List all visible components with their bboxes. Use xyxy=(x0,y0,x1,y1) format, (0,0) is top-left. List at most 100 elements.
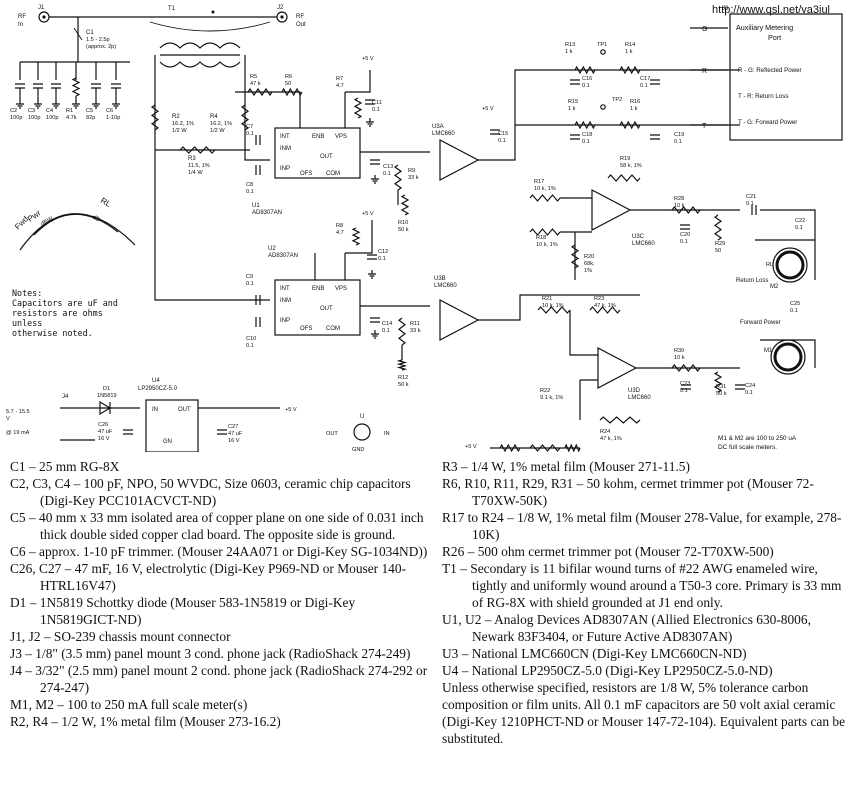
schematic-label: U3B xyxy=(434,276,446,282)
schematic-label: Out xyxy=(296,22,306,28)
resistor-symbol xyxy=(398,317,406,346)
schematic-label: C25 xyxy=(790,301,800,307)
schematic-label: Auxiliary Metering xyxy=(736,23,793,32)
part-item: C26, C27 – 47 mF, 16 V, electrolytic (Di… xyxy=(10,561,407,593)
schematic-label: R13 xyxy=(565,42,575,48)
schematic-label: 1 k xyxy=(625,49,633,55)
schematic-label: R10 xyxy=(398,220,408,226)
schematic-label: OUT xyxy=(320,306,333,312)
schematic-label: VPS xyxy=(335,286,347,292)
schematic-label: AD8307AN xyxy=(252,210,282,216)
capacitor-symbol xyxy=(255,317,261,327)
schematic-label: R19 xyxy=(620,156,630,162)
schematic-label: Return Loss xyxy=(736,278,768,284)
schematic-label: 0.1 xyxy=(372,107,380,113)
schematic-label: R17 xyxy=(534,179,544,185)
part-item: R17 to R24 – 1/8 W, 1% metal film (Mouse… xyxy=(442,510,842,542)
schematic-label: DC full scale meters. xyxy=(718,444,777,451)
resistor-symbol xyxy=(599,416,641,424)
schematic-label: 4.7 xyxy=(336,83,344,89)
schematic-label: LMC660 xyxy=(628,395,651,401)
schematic-label: 50 k xyxy=(398,227,409,233)
notes-line: Notes: xyxy=(12,288,43,298)
meter-symbol xyxy=(772,247,808,283)
schematic-label: R20 xyxy=(584,254,594,260)
schematic-label: ENB xyxy=(312,134,324,140)
schematic-label: G xyxy=(702,26,707,33)
schematic-label: C23 xyxy=(680,381,690,387)
resistor-symbol xyxy=(353,97,363,119)
schematic-label: R28 xyxy=(674,196,684,202)
resistor-symbol xyxy=(400,194,410,216)
schematic-label: 1/4 W xyxy=(188,170,203,176)
schematic-label: Forward Power xyxy=(740,320,781,326)
resistor-symbol xyxy=(713,214,723,241)
part-item: U3 – National LMC660CN (Digi-Key LMC660C… xyxy=(442,646,747,661)
schematic-label: GND xyxy=(352,447,364,452)
schematic-label: OFS xyxy=(300,326,312,332)
schematic-label: C27 xyxy=(228,424,238,430)
schematic-label: 0.1 xyxy=(795,225,803,231)
notes-line: Capacitors are uF and xyxy=(12,298,118,308)
capacitor-symbol xyxy=(365,99,375,105)
schematic-label: 0.1 xyxy=(746,201,754,207)
schematic-label: M2 xyxy=(770,284,779,290)
schematic-label: 11.5, 1% xyxy=(188,163,210,169)
schematic-label: M1 xyxy=(764,348,773,354)
schematic-label: VPS xyxy=(335,134,347,140)
schematic-label: U3D xyxy=(628,388,641,394)
part-item: C2, C3, C4 – 100 pF, NPO, 50 WVDC, Size … xyxy=(10,476,411,508)
part-item: D1 – 1N5819 Schottky diode (Mouser 583-1… xyxy=(10,595,356,627)
schematic-label: AD8307AN xyxy=(268,253,298,259)
schematic-label: 33 k xyxy=(410,328,421,334)
ic-chip xyxy=(274,279,361,336)
opamp-symbol xyxy=(591,189,632,231)
wire xyxy=(344,70,371,128)
schematic-label: 50 k xyxy=(716,391,727,397)
notes-line: unless xyxy=(12,318,43,328)
schematic-label: +5 V xyxy=(482,106,494,112)
schematic-label: 5.7 - 15.5 xyxy=(6,409,30,415)
resistor-symbol xyxy=(574,120,596,130)
schematic-label: RL xyxy=(99,196,113,209)
wire xyxy=(755,209,816,280)
resistor-symbol xyxy=(589,306,621,314)
ground-symbol xyxy=(112,100,120,109)
schematic-label: R - G: Reflected Power xyxy=(738,67,802,74)
schematic-label: T xyxy=(702,123,707,130)
schematic-label: RF xyxy=(18,14,26,20)
schematic-label: 0.1 xyxy=(382,328,390,334)
schematic-label: 50 xyxy=(285,81,291,87)
wire xyxy=(760,339,816,368)
schematic-label: 1% xyxy=(584,268,592,274)
schematic-label: dBW xyxy=(40,216,55,228)
schematic-label: R xyxy=(702,68,707,75)
schematic-label: R7 xyxy=(336,76,343,82)
resistor-symbol xyxy=(71,77,81,97)
schematic-label: COM xyxy=(326,326,340,332)
schematic-label: @ 19 mA xyxy=(6,430,30,436)
schematic-label: +5 V xyxy=(362,211,374,217)
capacitor-symbol xyxy=(255,165,261,175)
schematic-label: 0.1 xyxy=(246,131,254,137)
schematic-label: INM xyxy=(280,146,291,152)
schematic-label: INM xyxy=(280,298,291,304)
schematic-label: R8 xyxy=(336,223,343,229)
part-item: R2, R4 – 1/2 W, 1% metal film (Mouser 27… xyxy=(10,714,281,729)
schematic-label: R5 xyxy=(250,74,257,80)
notes-line: resistors are ohms xyxy=(12,308,103,318)
schematic-label: C13 xyxy=(383,164,393,170)
schematic-label: +5 V xyxy=(362,56,374,62)
schematic-notes: Notes: Capacitors are uF and resistors a… xyxy=(12,288,132,338)
schematic-label: 47 uF xyxy=(98,429,113,435)
part-ref-label: C5 xyxy=(86,108,93,114)
wire xyxy=(569,310,598,420)
schematic-label: R29 xyxy=(715,241,725,247)
schematic-label: 58 k, 1% xyxy=(620,163,642,169)
schematic-label: R31 xyxy=(716,384,726,390)
resistor-symbol xyxy=(574,65,596,75)
ground-symbol xyxy=(34,100,42,109)
schematic-label: 4.7 xyxy=(336,230,344,236)
schematic-label: C16 xyxy=(582,76,592,82)
schematic-label: 47 k, 1% xyxy=(594,303,616,309)
